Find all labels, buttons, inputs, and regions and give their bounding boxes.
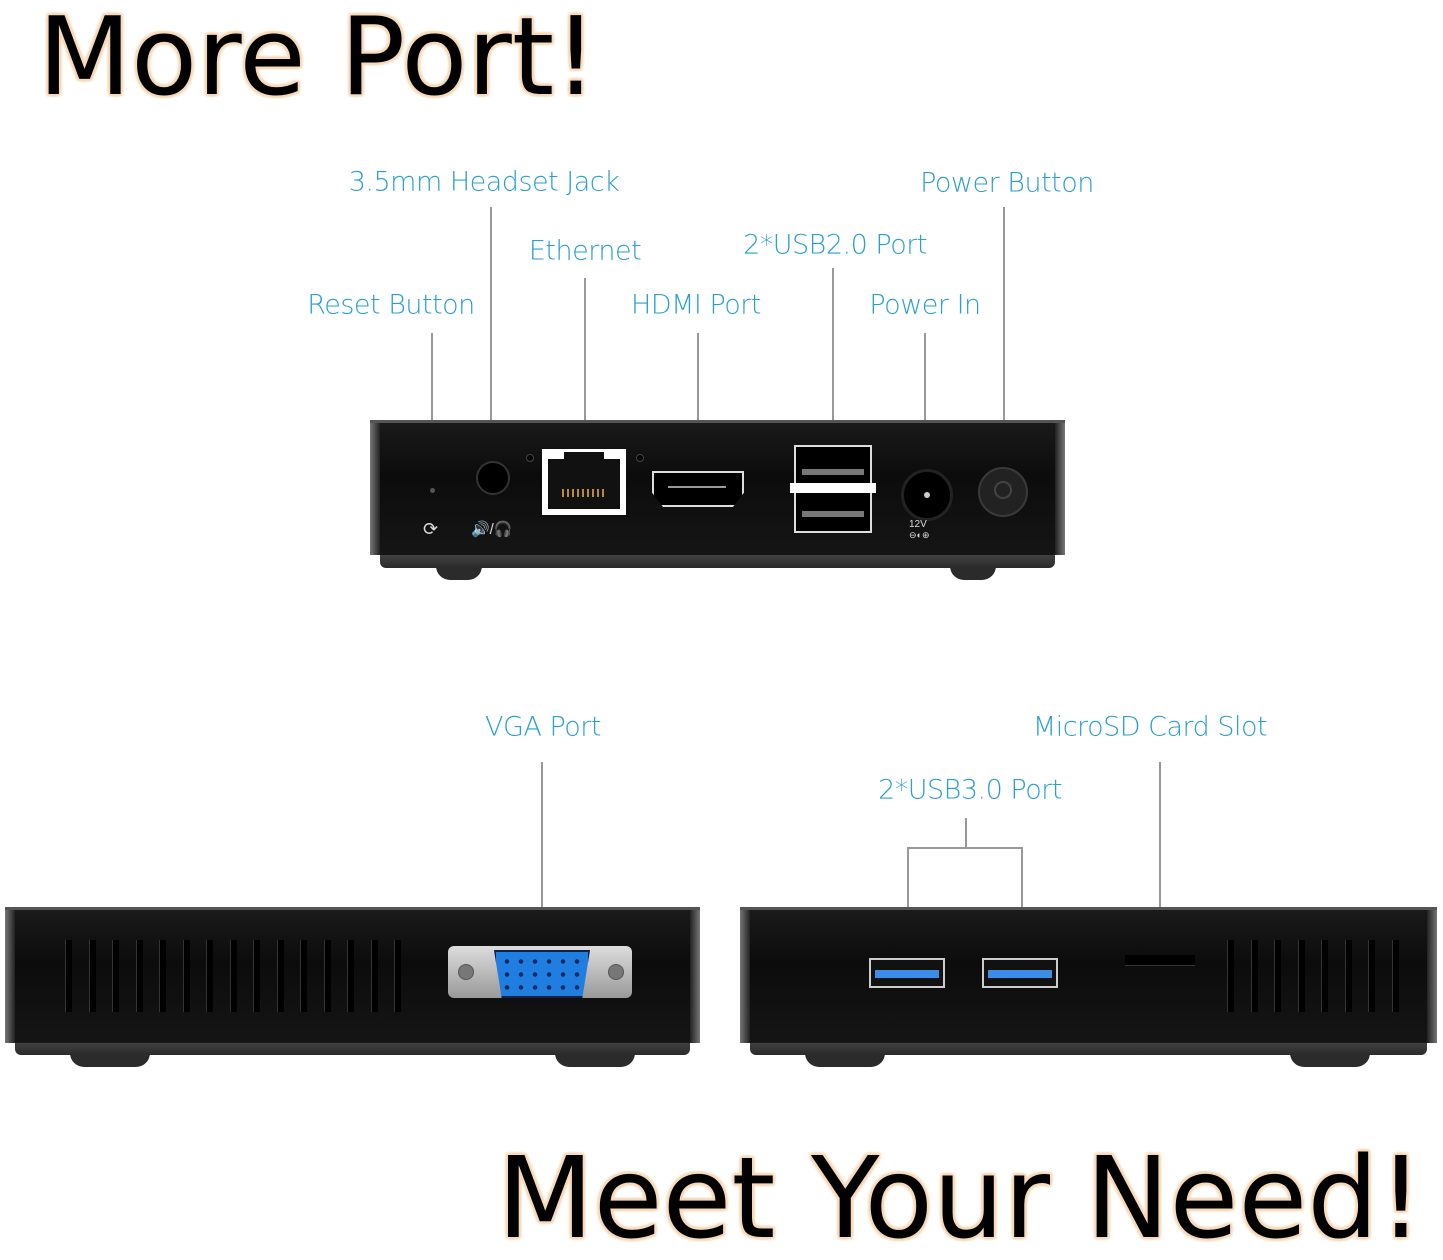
vga-port-plate [448,946,632,998]
vent-slot [206,940,213,1012]
leader-line-vga [541,762,543,922]
leader-line-power-button [1003,207,1005,445]
vent-slot [182,940,190,1012]
leader-line-reset [431,333,433,445]
vent-slot [323,940,331,1012]
vent-slot [65,940,72,1012]
leader-line-microsd [1159,762,1161,922]
label-usb2: 2*USB2.0 Port [743,229,927,261]
label-usb3: 2*USB3.0 Port [878,774,1062,806]
led-dot [636,454,644,462]
leader-line-usb2 [832,268,834,445]
vent-slot [1250,940,1258,1012]
speaker-headphone-icon: 🔊/🎧 [471,521,513,538]
vent-slot [370,940,378,1012]
usb2-port-stack [790,445,876,533]
led-dot [526,454,534,462]
label-headset-jack: 3.5mm Headset Jack [348,166,620,198]
screw [608,964,624,980]
label-hdmi: HDMI Port [631,289,761,321]
vent-slot [253,940,260,1012]
usb3-port [982,958,1058,988]
headset-jack [476,461,510,495]
reset-pinhole [430,488,435,493]
leader-line-usb3-b [1021,847,1023,922]
vent-slot [276,940,284,1012]
vent-slot [159,940,166,1012]
device-body [740,907,1437,1043]
device-foot [70,1053,150,1067]
usb3-port [869,958,945,988]
leader-line-power-in [924,333,926,445]
vent-slot [1297,940,1305,1012]
device-foot [555,1053,635,1067]
vent-slot [1274,940,1281,1012]
leader-line-usb3 [965,818,967,848]
leader-line-ethernet [584,278,586,445]
vent-slot [1344,940,1352,1012]
screw [458,964,474,980]
hdmi-port [652,471,744,507]
label-power-button: Power Button [920,167,1094,199]
label-reset-button: Reset Button [307,289,475,321]
headline-meet-your-need: Meet Your Need! [497,1134,1424,1260]
device-foot [436,566,482,580]
power-button [978,467,1028,517]
reset-icon: ⟳ [423,519,439,539]
leader-line-usb3-a [907,847,909,922]
vent-slot [112,940,119,1012]
device-body: ⟳ 🔊/🎧 12V ⊖◐⊕ [370,420,1065,555]
vent-slot [1368,940,1375,1012]
vga-port [494,950,590,998]
leader-line-jack [490,207,492,445]
microsd-slot [1125,955,1195,966]
device-foot [950,566,996,580]
vent-slot [1391,940,1399,1012]
device-foot [805,1053,885,1067]
vent-slot [88,940,96,1012]
leader-bracket-usb3 [907,847,1023,849]
vent-slot [300,940,307,1012]
vent-slot [229,940,237,1012]
power-in-jack [901,469,953,521]
vent-slot [394,940,401,1012]
label-ethernet: Ethernet [528,235,642,267]
vent-slot [1227,940,1234,1012]
power-rating-text: 12V [909,519,927,530]
leader-line-hdmi [697,333,699,445]
device-body [5,907,700,1043]
ethernet-port [542,449,626,515]
headline-more-port: More Port! [38,0,598,120]
power-icon [994,481,1012,499]
vent-slot [347,940,354,1012]
vent-slot [1321,940,1328,1012]
label-microsd: MicroSD Card Slot [1032,711,1268,743]
vent-slot [135,940,143,1012]
label-vga: VGA Port [485,711,601,743]
polarity-icon: ⊖◐⊕ [909,530,930,540]
device-foot [1290,1053,1370,1067]
label-power-in: Power In [869,289,981,321]
